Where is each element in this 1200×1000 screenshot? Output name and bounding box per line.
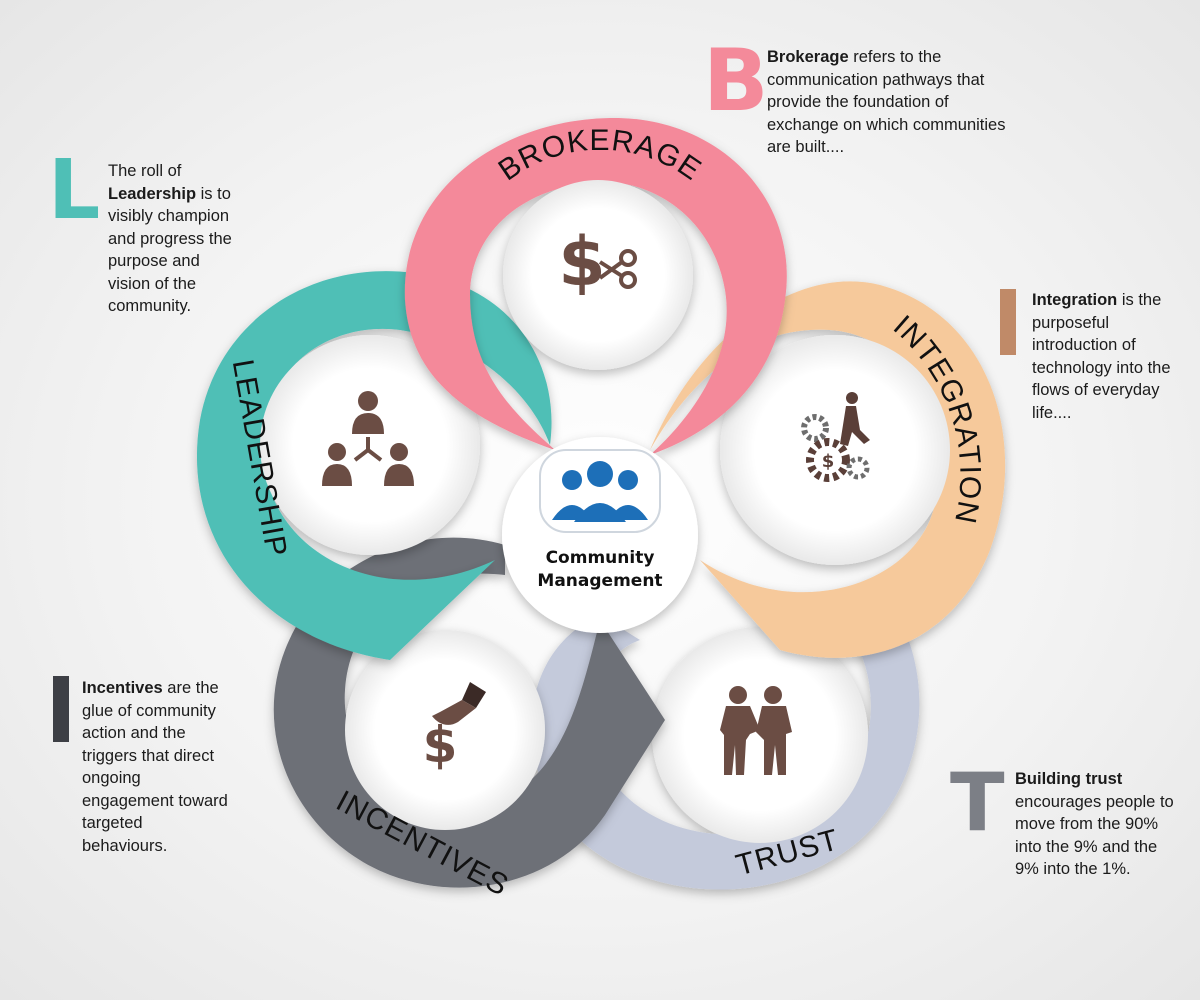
ring-incentives (273, 537, 665, 888)
org-chart-people-icon (322, 391, 414, 486)
callout-incentives-bold: Incentives (82, 679, 163, 697)
callout-trust: Building trust encourages people to move… (1015, 768, 1175, 881)
callout-trust-text: encourages people to move from the 90% i… (1015, 792, 1174, 879)
svg-text:$: $ (423, 716, 458, 774)
callout-trust-bold: Building trust (1015, 770, 1123, 788)
callout-leadership-bold: Leadership (108, 184, 197, 203)
letter-b: B (703, 31, 769, 131)
gears-climber-icon: $ (801, 392, 870, 482)
callout-brokerage: Brokerage refers to the communication pa… (767, 46, 1007, 159)
bar-incentives (53, 676, 69, 742)
letter-t: T (950, 756, 1005, 849)
callout-integration-text: is the purposeful introduction of techno… (1032, 291, 1171, 422)
center-title-line1: Community (546, 548, 655, 568)
callout-leadership: The roll of Leadership is to visibly cha… (108, 160, 243, 318)
ring-brokerage (404, 117, 787, 456)
hand-dollar-icon: $ (423, 682, 486, 774)
callout-integration: Integration is the purposeful introducti… (1032, 289, 1182, 424)
bar-integration (1000, 289, 1016, 355)
handshake-icon (720, 686, 792, 775)
callout-incentives: Incentives are the glue of community act… (82, 677, 232, 857)
callout-brokerage-bold: Brokerage (767, 48, 849, 66)
letter-l: L (48, 143, 101, 238)
callout-incentives-text: are the glue of community action and the… (82, 679, 228, 855)
callout-leadership-pre: The roll of (108, 162, 182, 180)
ring-integration (650, 281, 1006, 658)
svg-text:$: $ (558, 223, 605, 302)
callout-integration-bold: Integration (1032, 291, 1118, 309)
dollar-scissors-icon: $ (558, 223, 637, 302)
svg-text:$: $ (822, 451, 835, 472)
people-group-icon (539, 449, 661, 533)
callout-leadership-text: is to visibly champion and progress the … (108, 184, 232, 316)
center-hub: Community Management (502, 437, 698, 633)
center-title-line2: Management (537, 571, 662, 591)
callout-brokerage-text: refers to the communication pathways tha… (767, 48, 1006, 156)
